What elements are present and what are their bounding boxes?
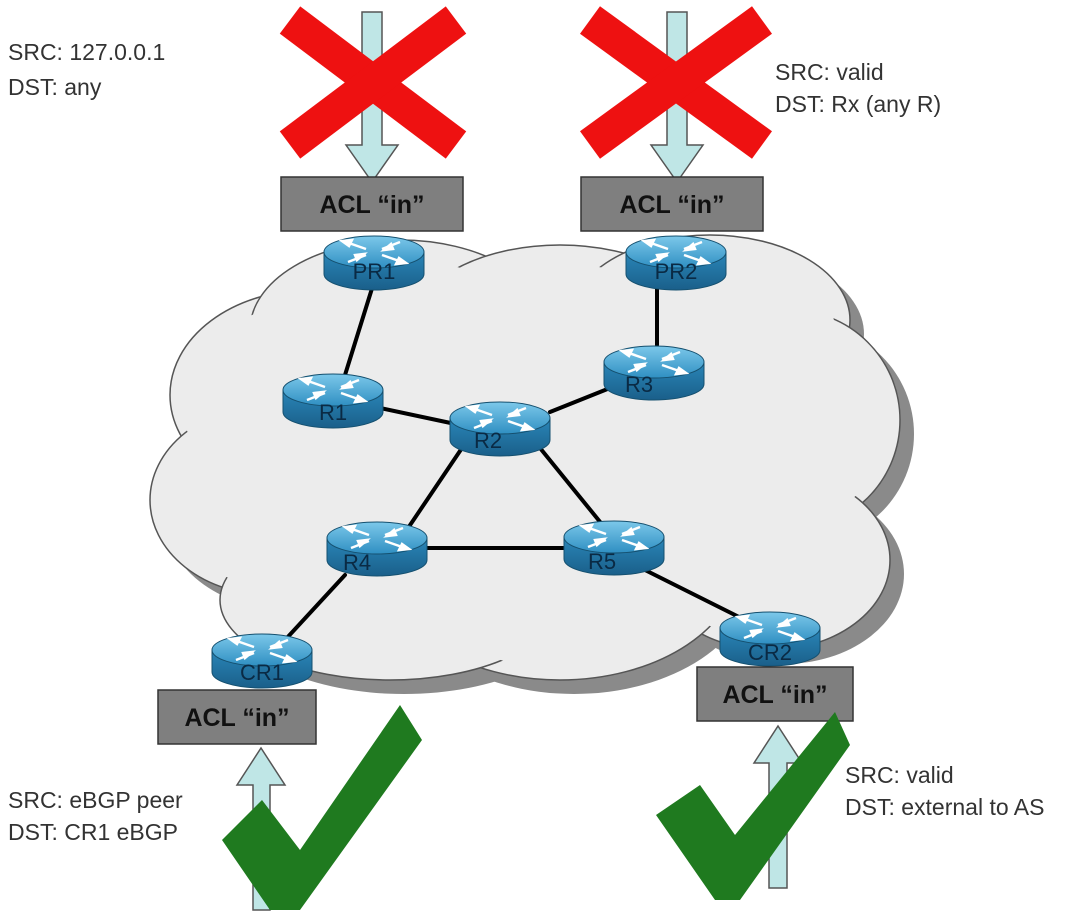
note-dst: DST: any [8, 74, 102, 100]
router-label-cr2: CR2 [748, 640, 792, 665]
acl-label: ACL “in” [619, 191, 724, 219]
acl-label: ACL “in” [722, 681, 827, 709]
note-dst: DST: CR1 eBGP [8, 819, 178, 845]
note-top-left: SRC: 127.0.0.1 DST: any [8, 39, 165, 100]
router-label-r5: R5 [588, 549, 616, 574]
acl-box-pr1: ACL “in” [280, 176, 464, 232]
router-icon: PR2 [624, 234, 728, 292]
red-x-icon [580, 6, 772, 159]
acl-box-cr1: ACL “in” [157, 689, 317, 745]
red-x-icon [279, 6, 467, 159]
note-src: SRC: 127.0.0.1 [8, 39, 165, 65]
note-bottom-left: SRC: eBGP peer DST: CR1 eBGP [8, 787, 183, 845]
cloud-fill [160, 254, 885, 667]
green-check-icon [656, 712, 850, 900]
router-label-pr1: PR1 [353, 259, 396, 284]
note-top-right: SRC: valid DST: Rx (any R) [775, 59, 941, 117]
note-src: SRC: eBGP peer [8, 787, 183, 813]
link-r2-r5 [538, 446, 607, 530]
router-label-r1: R1 [319, 400, 347, 425]
router-icon: CR1 [210, 632, 314, 690]
router-label-cr1: CR1 [240, 660, 284, 685]
acl-box-cr2: ACL “in” [696, 666, 854, 722]
acl-label: ACL “in” [184, 704, 289, 732]
router-label-r4: R4 [343, 550, 371, 575]
acl-label: ACL “in” [319, 191, 424, 219]
note-src: SRC: valid [845, 762, 954, 788]
link-pr1-r1 [343, 280, 376, 377]
note-dst: DST: Rx (any R) [775, 91, 941, 117]
router-icon: R1 [281, 372, 385, 430]
green-check-icon [222, 705, 422, 910]
router-label-r2: R2 [474, 428, 502, 453]
router-icon: R3 [602, 344, 706, 402]
note-dst: DST: external to AS [845, 794, 1044, 820]
router-icon: R4 [325, 520, 429, 578]
router-icon: PR1 [322, 234, 426, 292]
link-r2-r4 [398, 446, 464, 542]
router-label-r3: R3 [625, 372, 653, 397]
acl-box-pr2: ACL “in” [580, 176, 764, 232]
note-src: SRC: valid [775, 59, 884, 85]
link-r4-cr1 [283, 573, 347, 642]
link-r1-r2 [378, 406, 462, 427]
links [283, 280, 757, 642]
router-icon: CR2 [718, 610, 822, 668]
router-label-pr2: PR2 [655, 259, 698, 284]
router-icon: R2 [448, 400, 552, 458]
router-icon: R5 [562, 519, 666, 577]
link-r3-r2 [548, 386, 612, 414]
note-bottom-right: SRC: valid DST: external to AS [845, 762, 1044, 820]
